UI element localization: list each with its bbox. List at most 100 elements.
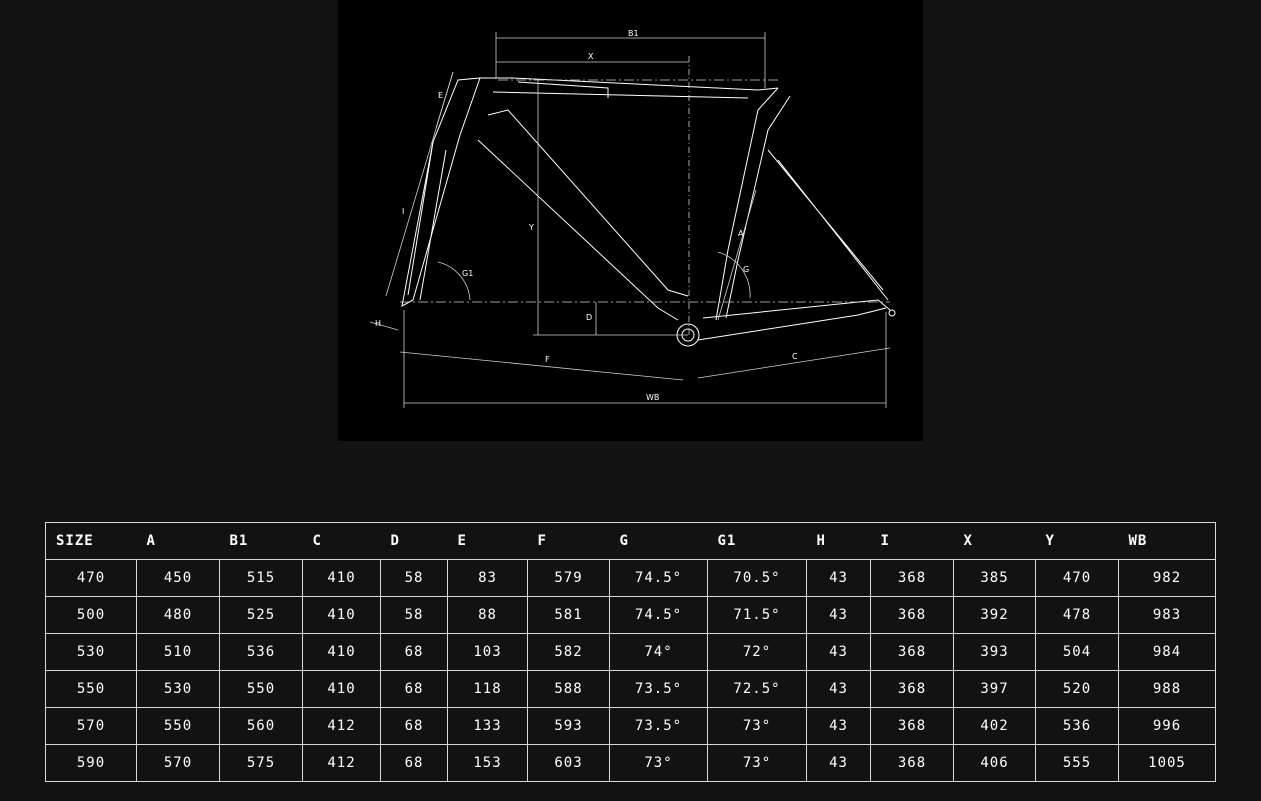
table-cell-b1: 560 [219, 707, 303, 745]
label-f: F [545, 355, 550, 364]
table-cell-wb: 988 [1118, 670, 1216, 708]
table-cell-d: 58 [380, 559, 448, 597]
label-b1: B1 [628, 29, 639, 38]
table-cell-a: 480 [136, 596, 220, 634]
table-cell-a: 530 [136, 670, 220, 708]
table-cell-wb: 983 [1118, 596, 1216, 634]
table-cell-g1: 70.5° [707, 559, 807, 597]
table-cell-f: 593 [527, 707, 610, 745]
table-cell-c: 410 [302, 596, 381, 634]
table-cell-x: 406 [953, 744, 1036, 782]
table-cell-h: 43 [806, 744, 871, 782]
dim-g-arc [717, 251, 751, 299]
table-cell-e: 88 [447, 596, 528, 634]
table-cell-x: 397 [953, 670, 1036, 708]
table-cell-i: 368 [870, 559, 954, 597]
header-g1: G1 [707, 522, 807, 560]
label-x: X [588, 52, 594, 61]
table-cell-g1: 72.5° [707, 670, 807, 708]
table-cell-a: 570 [136, 744, 220, 782]
table-cell-f: 603 [527, 744, 610, 782]
frame-tubes [401, 77, 896, 347]
header-f: F [527, 522, 610, 560]
table-cell-b1: 515 [219, 559, 303, 597]
table-cell-size: 500 [45, 596, 137, 634]
table-cell-c: 410 [302, 559, 381, 597]
header-g: G [609, 522, 708, 560]
table-cell-a: 550 [136, 707, 220, 745]
header-c: C [302, 522, 381, 560]
table-cell-d: 68 [380, 707, 448, 745]
top-tube [480, 77, 779, 99]
table-cell-i: 368 [870, 670, 954, 708]
header-x: X [953, 522, 1036, 560]
table-cell-x: 402 [953, 707, 1036, 745]
table-cell-a: 450 [136, 559, 220, 597]
label-y: Y [528, 223, 534, 232]
table-cell-e: 83 [447, 559, 528, 597]
table-cell-a: 510 [136, 633, 220, 671]
dim-e-line [435, 71, 454, 129]
label-wb: WB [646, 393, 659, 402]
dimension-lines [369, 32, 891, 408]
table-cell-wb: 982 [1118, 559, 1216, 597]
table-cell-h: 43 [806, 707, 871, 745]
table-cell-b1: 536 [219, 633, 303, 671]
table-cell-f: 581 [527, 596, 610, 634]
table-cell-x: 393 [953, 633, 1036, 671]
header-h: H [806, 522, 871, 560]
rear-dropout [888, 309, 896, 317]
table-cell-e: 153 [447, 744, 528, 782]
table-cell-c: 410 [302, 633, 381, 671]
table-cell-c: 410 [302, 670, 381, 708]
frame-drawing: B1 X E I G1 H Y D A G F C WB [369, 29, 896, 408]
label-h: H [375, 319, 381, 328]
table-cell-g: 74.5° [609, 596, 708, 634]
table-cell-e: 118 [447, 670, 528, 708]
table-cell-wb: 996 [1118, 707, 1216, 745]
header-b1: B1 [219, 522, 303, 560]
table-cell-g: 73.5° [609, 707, 708, 745]
header-i: I [870, 522, 954, 560]
head-tube [401, 77, 481, 307]
table-cell-d: 68 [380, 670, 448, 708]
table-cell-x: 385 [953, 559, 1036, 597]
table-cell-x: 392 [953, 596, 1036, 634]
table-cell-d: 58 [380, 596, 448, 634]
table-cell-y: 536 [1035, 707, 1119, 745]
table-cell-h: 43 [806, 559, 871, 597]
dim-a-line [717, 189, 757, 321]
label-g: G [743, 265, 749, 274]
table-cell-g1: 73° [707, 707, 807, 745]
table-cell-b1: 575 [219, 744, 303, 782]
table-cell-y: 504 [1035, 633, 1119, 671]
table-cell-g1: 72° [707, 633, 807, 671]
table-cell-f: 579 [527, 559, 610, 597]
table-cell-g: 73.5° [609, 670, 708, 708]
dim-g1-arc [437, 261, 471, 301]
table-cell-h: 43 [806, 670, 871, 708]
header-d: D [380, 522, 448, 560]
label-a: A [738, 229, 744, 238]
table-cell-size: 570 [45, 707, 137, 745]
down-tube [477, 109, 689, 321]
table-cell-y: 520 [1035, 670, 1119, 708]
table-cell-h: 43 [806, 596, 871, 634]
table-cell-size: 550 [45, 670, 137, 708]
dimension-labels: B1 X E I G1 H Y D A G F C WB [375, 29, 798, 402]
table-cell-e: 103 [447, 633, 528, 671]
label-i: I [402, 207, 404, 216]
table-cell-f: 588 [527, 670, 610, 708]
table-cell-y: 478 [1035, 596, 1119, 634]
table-cell-g1: 73° [707, 744, 807, 782]
header-y: Y [1035, 522, 1119, 560]
table-cell-i: 368 [870, 744, 954, 782]
table-cell-c: 412 [302, 707, 381, 745]
table-cell-wb: 984 [1118, 633, 1216, 671]
table-cell-b1: 525 [219, 596, 303, 634]
table-cell-i: 368 [870, 596, 954, 634]
